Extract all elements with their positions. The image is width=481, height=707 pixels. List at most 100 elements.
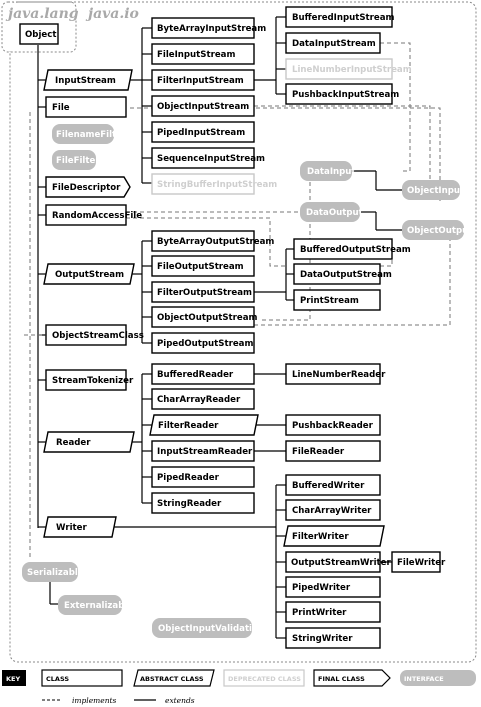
svg-text:File: File [52, 103, 70, 113]
class-file-input-stream[interactable]: FileInputStream [151, 43, 255, 65]
interface-data-output[interactable]: DataOutput [300, 202, 363, 222]
svg-text:FileFilter: FileFilter [56, 156, 100, 166]
class-buffered-output-stream[interactable]: BufferedOutputStream [293, 238, 411, 260]
class-file-reader[interactable]: FileReader [285, 440, 381, 462]
svg-text:ObjectInput: ObjectInput [407, 186, 464, 196]
key-class-label: CLASS [46, 675, 69, 683]
svg-text:Externalizable: Externalizable [64, 601, 133, 611]
interface-serializable[interactable]: Serializable [22, 562, 84, 582]
svg-text:Object: Object [25, 30, 56, 40]
class-piped-reader[interactable]: PipedReader [151, 466, 255, 488]
class-buffered-reader[interactable]: BufferedReader [151, 363, 255, 385]
class-filter-input-stream[interactable]: FilterInputStream [151, 69, 255, 91]
class-reader[interactable]: Reader [43, 431, 135, 453]
svg-text:LineNumberReader: LineNumberReader [292, 370, 386, 380]
class-writer[interactable]: Writer [43, 516, 117, 538]
svg-text:PipedReader: PipedReader [157, 473, 220, 483]
key-interface-label: INTERFACE [404, 675, 444, 683]
key-final-class-label: FINAL CLASS [318, 675, 365, 683]
class-piped-input-stream[interactable]: PipedInputStream [151, 121, 255, 143]
class-pushback-input-stream[interactable]: PushbackInputStream [285, 83, 399, 105]
interface-externalizable[interactable]: Externalizable [58, 595, 133, 615]
class-filter-reader[interactable]: FilterReader [149, 414, 259, 436]
svg-text:FilterReader: FilterReader [158, 421, 219, 431]
svg-text:ObjectInputStream: ObjectInputStream [157, 102, 249, 112]
svg-text:PipedWriter: PipedWriter [292, 583, 351, 593]
class-print-stream[interactable]: PrintStream [293, 289, 381, 311]
class-filter-writer[interactable]: FilterWriter [283, 525, 385, 547]
class-object-stream-class[interactable]: ObjectStreamClass [45, 324, 144, 346]
class-string-reader[interactable]: StringReader [151, 492, 255, 514]
svg-text:PushbackReader: PushbackReader [292, 421, 374, 431]
class-piped-writer[interactable]: PipedWriter [285, 576, 381, 598]
class-output-stream-writer[interactable]: OutputStreamWriter [285, 551, 391, 573]
class-buffered-input-stream[interactable]: BufferedInputStream [285, 6, 395, 28]
svg-text:FileWriter: FileWriter [397, 558, 446, 568]
svg-text:FilterOutputStream: FilterOutputStream [157, 288, 252, 298]
interface-object-input[interactable]: ObjectInput [402, 180, 464, 200]
class-output-stream[interactable]: OutputStream [43, 263, 135, 285]
svg-text:ByteArrayOutputStream: ByteArrayOutputStream [157, 237, 274, 247]
class-file-writer[interactable]: FileWriter [391, 551, 446, 573]
java-io-label: java.io [85, 6, 139, 22]
class-data-output-stream[interactable]: DataOutputStream [293, 263, 392, 285]
extends-lines [37, 16, 402, 639]
class-byte-array-output-stream[interactable]: ByteArrayOutputStream [151, 230, 274, 252]
interface-object-input-validation[interactable]: ObjectInputValidation [152, 618, 264, 638]
class-input-stream-reader[interactable]: InputStreamReader [151, 440, 255, 462]
svg-text:DataInput: DataInput [307, 167, 356, 177]
class-filter-output-stream[interactable]: FilterOutputStream [151, 281, 255, 303]
svg-text:ByteArrayInputStream: ByteArrayInputStream [157, 24, 266, 34]
interface-object-output[interactable]: ObjectOutput [402, 220, 472, 240]
interface-file-filter[interactable]: FileFilter [52, 150, 100, 170]
key-deprecated-class-sample [223, 669, 305, 687]
svg-text:InputStreamReader: InputStreamReader [157, 447, 253, 457]
svg-text:ObjectStreamClass: ObjectStreamClass [52, 331, 144, 341]
svg-text:StringBufferInputStream: StringBufferInputStream [157, 180, 277, 190]
class-sequence-input-stream[interactable]: SequenceInputStream [151, 147, 265, 169]
svg-text:PrintStream: PrintStream [300, 296, 359, 306]
key-title-box [2, 670, 26, 686]
interface-filename-filter[interactable]: FilenameFilter [52, 124, 127, 144]
class-char-array-reader[interactable]: CharArrayReader [151, 388, 255, 410]
key-abstract-class-sample [133, 669, 215, 687]
class-pushback-reader[interactable]: PushbackReader [285, 414, 381, 436]
class-file-output-stream[interactable]: FileOutputStream [151, 255, 255, 277]
class-file-descriptor[interactable]: FileDescriptor [45, 176, 131, 198]
key-final-class-sample [313, 669, 391, 687]
key-implements-label: implements [72, 696, 117, 705]
key-title: KEY [6, 675, 20, 683]
class-char-array-writer[interactable]: CharArrayWriter [285, 499, 381, 521]
svg-text:ObjectInputValidation: ObjectInputValidation [158, 624, 264, 634]
class-line-number-reader[interactable]: LineNumberReader [285, 363, 386, 385]
class-random-access-file[interactable]: RandomAccessFile [45, 204, 142, 226]
svg-text:Serializable: Serializable [27, 568, 84, 578]
java-lang-label: java.lang [5, 6, 79, 22]
class-string-writer[interactable]: StringWriter [285, 627, 381, 649]
class-stream-tokenizer[interactable]: StreamTokenizer [45, 369, 134, 391]
svg-text:CharArrayReader: CharArrayReader [157, 395, 241, 405]
class-piped-output-stream[interactable]: PipedOutputStream [151, 332, 255, 354]
class-buffered-writer[interactable]: BufferedWriter [285, 474, 381, 496]
svg-text:FileInputStream: FileInputStream [157, 50, 235, 60]
key-extends-label: extends [165, 696, 195, 705]
class-input-stream[interactable]: InputStream [43, 69, 133, 91]
interface-data-input[interactable]: DataInput [300, 161, 356, 181]
class-data-input-stream[interactable]: DataInputStream [285, 32, 381, 54]
class-file[interactable]: File [45, 96, 127, 118]
class-object-output-stream[interactable]: ObjectOutputStream [151, 306, 258, 328]
svg-text:FileReader: FileReader [292, 447, 345, 457]
svg-text:DataOutput: DataOutput [306, 208, 363, 218]
legend-key: KEY CLASS ABSTRACT CLASS DEPRECATED CLAS… [2, 669, 476, 705]
svg-text:BufferedInputStream: BufferedInputStream [292, 13, 395, 23]
class-byte-array-input-stream[interactable]: ByteArrayInputStream [151, 17, 266, 39]
svg-text:RandomAccessFile: RandomAccessFile [52, 211, 142, 221]
svg-text:ObjectOutputStream: ObjectOutputStream [157, 313, 258, 323]
class-line-number-input-stream[interactable]: LineNumberInputStream [285, 58, 412, 80]
svg-text:StreamTokenizer: StreamTokenizer [52, 376, 134, 386]
class-object-input-stream[interactable]: ObjectInputStream [151, 95, 255, 117]
class-object[interactable]: Object [19, 23, 59, 45]
class-print-writer[interactable]: PrintWriter [285, 601, 381, 623]
class-string-buffer-input-stream[interactable]: StringBufferInputStream [151, 173, 277, 195]
